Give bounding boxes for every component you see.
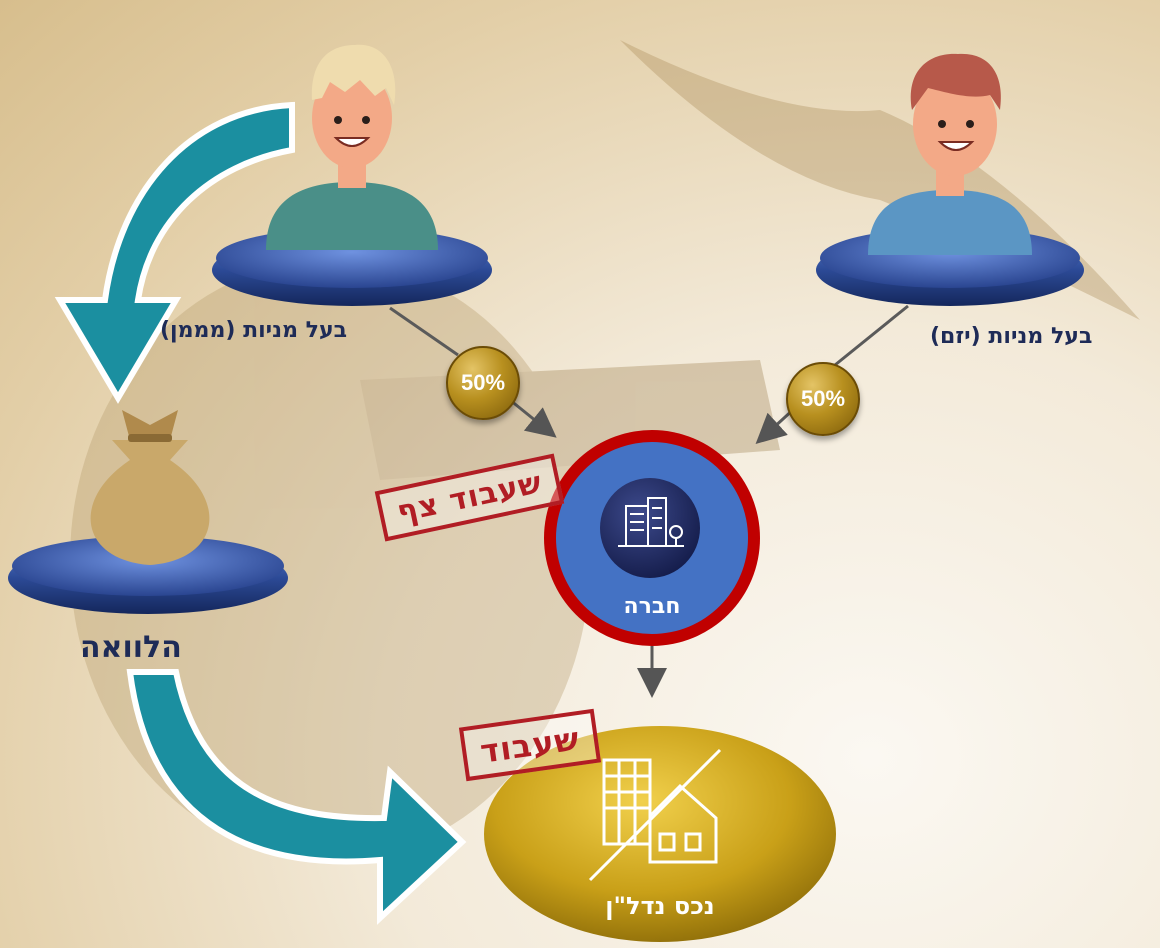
connector-entrepreneur-badge <box>834 304 909 367</box>
investor-percent-badge: 50% <box>446 346 520 420</box>
person-brown-hair-icon <box>868 53 1032 255</box>
investor-label: בעל מניות (מממן) <box>160 318 348 343</box>
loan-figure <box>8 410 288 614</box>
company-node <box>544 430 760 646</box>
company-icon-badge <box>600 478 700 578</box>
loan-flow-arrow-bottom <box>126 669 467 925</box>
money-bag-icon <box>90 410 210 565</box>
company-label: חברה <box>623 594 681 619</box>
building-house-icon <box>588 748 722 882</box>
entrepreneur-percent-badge: 50% <box>786 362 860 436</box>
loan-label: הלוואה <box>80 630 182 665</box>
connector-investor-badge <box>389 306 459 357</box>
connector-investor-company <box>509 398 557 438</box>
entrepreneur-label: בעל מניות (יזם) <box>930 324 1093 349</box>
property-node <box>484 726 836 942</box>
investor-figure <box>212 44 492 306</box>
loan-flow-arrow-top <box>54 101 295 404</box>
person-blond-icon <box>266 44 438 250</box>
office-building-icon <box>618 497 684 547</box>
entrepreneur-figure <box>816 53 1084 306</box>
property-label: נכס נדל"ן <box>605 892 715 920</box>
